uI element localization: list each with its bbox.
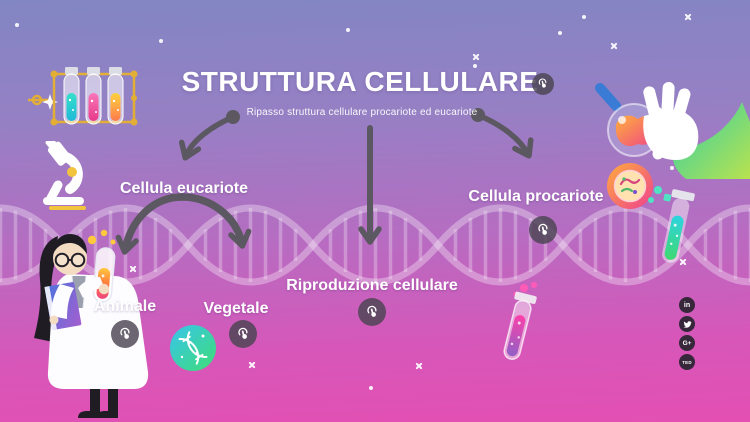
tap-icon: [535, 222, 552, 239]
petri-dish-icon: [607, 163, 653, 209]
tap-icon: [364, 304, 381, 321]
procariote-click-button[interactable]: [529, 216, 557, 244]
google-plus-icon[interactable]: G+: [679, 335, 695, 351]
topic-cellula-procariote[interactable]: Cellula procariote: [468, 188, 604, 205]
dna-badge-icon: [170, 325, 216, 371]
social-links: in G+ TED: [679, 297, 695, 370]
title-click-button[interactable]: [532, 73, 554, 95]
tap-icon: [536, 77, 550, 91]
linkedin-glyph: in: [683, 301, 691, 309]
topic-animale[interactable]: Animale: [93, 298, 157, 315]
vegetale-click-button[interactable]: [229, 320, 257, 348]
animale-click-button[interactable]: [111, 320, 139, 348]
page-title: STRUTTURA CELLULARE: [181, 66, 539, 97]
scientist-illustration: [34, 229, 149, 418]
ted-icon[interactable]: TED: [679, 354, 695, 370]
topic-vegetale[interactable]: Vegetale: [203, 300, 269, 317]
pink-test-tube-icon: [503, 282, 537, 360]
topic-riproduzione-cellulare[interactable]: Riproduzione cellulare: [286, 277, 458, 294]
page-subtitle: Ripasso struttura cellulare procariote e…: [246, 107, 478, 118]
twitter-bird-glyph: [683, 320, 692, 328]
google-plus-glyph: G+: [682, 339, 692, 347]
twitter-icon[interactable]: [679, 316, 695, 332]
ted-glyph: TED: [682, 359, 692, 365]
teal-test-tube-icon: [648, 186, 695, 263]
topic-cellula-eucariote[interactable]: Cellula eucariote: [119, 180, 249, 197]
tap-icon: [117, 326, 134, 343]
microscope-icon: [43, 141, 86, 210]
linkedin-icon[interactable]: in: [679, 297, 695, 313]
test-tube-rack-icon: [28, 67, 138, 126]
tap-icon: [235, 326, 252, 343]
riproduzione-click-button[interactable]: [358, 298, 386, 326]
magnifier-hand-illustration: [595, 82, 750, 179]
